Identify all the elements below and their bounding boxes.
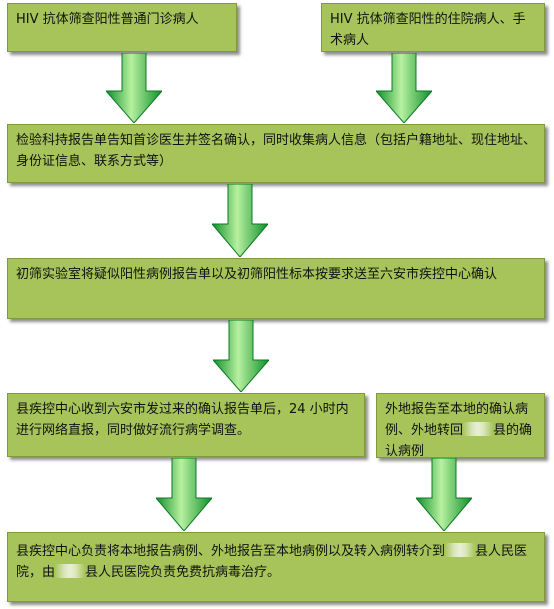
node-county-cdc-text: 县疾控中心收到六安市发过来的确认报告单后，24 小时内进行网络直报，同时做好流行… [16, 402, 349, 438]
node-inpatient: HIV 抗体筛查阳性的住院病人、手术病人 [321, 3, 545, 52]
node-initial-lab: 初筛实验室将疑似阳性病例报告单以及初筛阳性标本按要求送至六安市疾控中心确认 [7, 258, 545, 319]
node-external-cases-text-b: 县的确认病例 [385, 423, 533, 459]
node-external-cases-text-a: 外地报告至本地的确认病例、外地转回 [385, 402, 529, 438]
node-lab-report-text: 检验科持报告单告知首诊医生并签名确认，同时收集病人信息（包括户籍地址、现住地址、… [16, 133, 537, 169]
node-outpatient-text: HIV 抗体筛查阳性普通门诊病人 [16, 12, 199, 27]
redacted-mark [55, 564, 86, 578]
redacted-mark [463, 422, 494, 436]
flow-arrow-inpatient [376, 53, 432, 123]
node-county-cdc: 县疾控中心收到六安市发过来的确认报告单后，24 小时内进行网络直报，同时做好流行… [7, 393, 365, 457]
redacted-mark [445, 543, 476, 557]
node-initial-lab-text: 初筛实验室将疑似阳性病例报告单以及初筛阳性标本按要求送至六安市疾控中心确认 [16, 267, 498, 282]
flow-arrow-outpatient [106, 53, 162, 123]
node-outpatient: HIV 抗体筛查阳性普通门诊病人 [7, 3, 237, 52]
node-final-treatment: 县疾控中心负责将本地报告病例、外地报告至本地病例以及转入病例转介到县人民医院，由… [7, 532, 545, 602]
node-final-text-a: 县疾控中心负责将本地报告病例、外地报告至本地病例以及转入病例转介到 [16, 544, 446, 559]
node-external-cases: 外地报告至本地的确认病例、外地转回县的确认病例 [376, 393, 545, 459]
node-final-text-b: 县人民医院，由 [16, 544, 528, 580]
node-final-text-c: 县人民医院负责免费抗病毒治疗。 [85, 565, 281, 580]
flow-arrow-initial-lab [213, 320, 269, 392]
flow-arrow-county-cdc [156, 458, 212, 531]
node-lab-report: 检验科持报告单告知首诊医生并签名确认，同时收集病人信息（包括户籍地址、现住地址、… [7, 124, 545, 183]
node-inpatient-text: HIV 抗体筛查阳性的住院病人、手术病人 [330, 12, 526, 48]
flow-arrow-lab-report [212, 184, 268, 257]
flow-arrow-external-cases [416, 458, 472, 531]
